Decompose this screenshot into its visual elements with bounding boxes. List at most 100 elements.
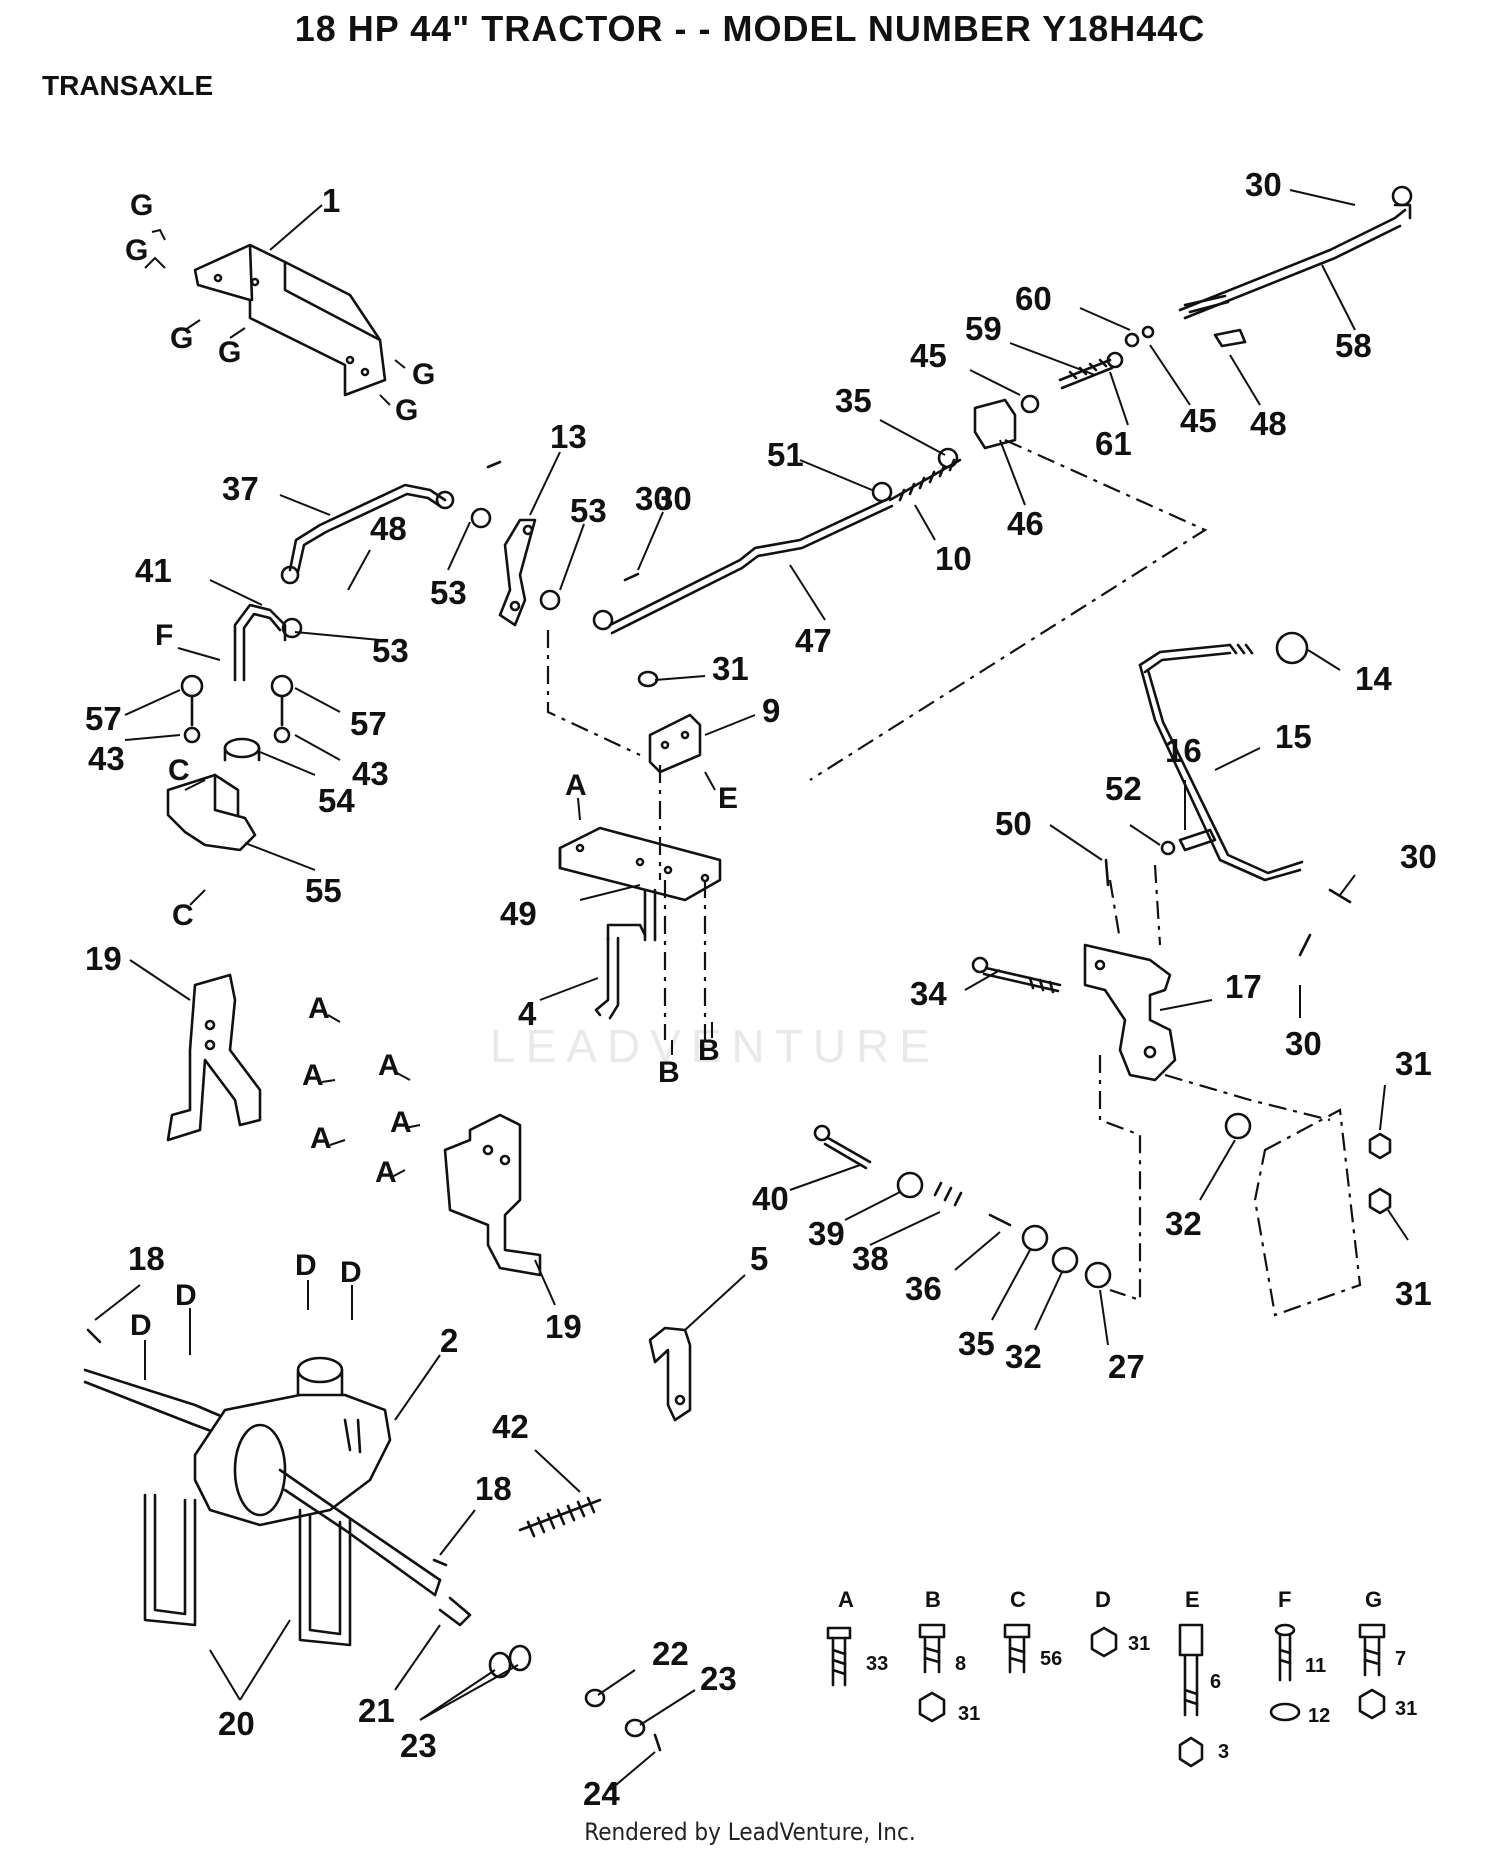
letter-d: D — [295, 1249, 317, 1282]
callout-61: 61 — [1095, 425, 1132, 462]
part-19-bracket-left — [166, 973, 262, 1142]
callout-49: 49 — [500, 895, 537, 932]
letter-a: A — [375, 1156, 397, 1189]
section-title: TRANSAXLE — [42, 70, 214, 101]
part-53-washer-a — [470, 507, 492, 529]
callout-31: 31 — [1395, 1045, 1432, 1082]
callout-35: 35 — [835, 382, 872, 419]
callout-27: 27 — [1108, 1348, 1145, 1385]
callout-22: 22 — [652, 1635, 689, 1672]
callout-48: 48 — [1250, 405, 1287, 442]
connection-line-17-to-31 — [1164, 1073, 1331, 1122]
letter-a: A — [565, 769, 587, 802]
letter-a: A — [308, 992, 330, 1025]
callout-59: 59 — [965, 310, 1002, 347]
legend-nut-d — [1090, 1626, 1118, 1658]
letter-a: A — [302, 1059, 324, 1092]
legend-letter-f: F — [1278, 1587, 1291, 1612]
part-16-52-hardware — [1160, 828, 1217, 856]
callout-23: 23 — [700, 1660, 737, 1697]
part-59-61-hardware — [1058, 325, 1155, 390]
callout-34: 34 — [910, 975, 947, 1012]
letter-d: D — [340, 1256, 362, 1289]
letter-g: G — [395, 394, 418, 427]
callout-30: 30 — [1285, 1025, 1322, 1062]
connection-line-13-to-9 — [546, 630, 641, 756]
callout-57: 57 — [85, 700, 122, 737]
letter-b: B — [698, 1034, 720, 1067]
callout-47: 47 — [795, 622, 832, 659]
callout-60: 60 — [1015, 280, 1052, 317]
part-14-knob — [1275, 631, 1309, 665]
letter-d: D — [175, 1279, 197, 1312]
callout-39: 39 — [808, 1215, 845, 1252]
callout-46: 46 — [1007, 505, 1044, 542]
part-23-washer-c — [624, 1718, 646, 1738]
callout-43: 43 — [352, 755, 389, 792]
part-1-bracket — [193, 243, 387, 397]
part-53-washer-c — [281, 617, 303, 639]
callout-30: 30 — [1245, 166, 1282, 203]
part-10-spring — [871, 447, 962, 503]
callout-51: 51 — [767, 436, 804, 473]
callout-4: 4 — [518, 995, 537, 1032]
callout-40: 40 — [752, 1180, 789, 1217]
callout-35: 35 — [958, 1325, 995, 1362]
part-41-rod — [233, 603, 287, 682]
part-30-clip-c — [623, 572, 640, 582]
part-22-washer — [584, 1688, 606, 1708]
callout-55: 55 — [305, 872, 342, 909]
letter-d: D — [130, 1309, 152, 1342]
callout-32: 32 — [1005, 1338, 1042, 1375]
part-48-clip — [1213, 328, 1247, 348]
legend-part-3: 3 — [1218, 1741, 1229, 1763]
letter-c: C — [172, 899, 194, 932]
callout-31: 31 — [712, 650, 749, 687]
callout-14: 14 — [1355, 660, 1392, 697]
letter-g: G — [130, 189, 153, 222]
legend-bolt-a — [826, 1626, 852, 1687]
letter-g: G — [170, 322, 193, 355]
part-31-nut-top — [637, 670, 659, 688]
legend-letter-a: A — [838, 1587, 854, 1612]
callout-17: 17 — [1225, 968, 1262, 1005]
callout-36: 36 — [905, 1270, 942, 1307]
letter-b: B — [658, 1056, 680, 1089]
legend-part-31: 31 — [1128, 1633, 1150, 1655]
part-13-link-plate — [498, 518, 537, 627]
legend-part-12: 12 — [1308, 1705, 1330, 1727]
legend-letter-d: D — [1095, 1587, 1111, 1612]
letter-g: G — [218, 336, 241, 369]
part-49-plate — [558, 826, 722, 902]
part-20-u-bolts — [143, 1493, 352, 1647]
part-30-clip-e — [1298, 933, 1312, 957]
part-24-pin — [653, 1733, 662, 1752]
callout-5: 5 — [750, 1240, 768, 1277]
part-19-bracket-right — [443, 1113, 542, 1277]
callout-10: 10 — [935, 540, 972, 577]
watermark-text: LEADVENTURE — [490, 1020, 940, 1072]
part-42-spring — [518, 1496, 602, 1538]
callout-1: 1 — [322, 182, 340, 219]
callout-45: 45 — [1180, 402, 1217, 439]
part-37-rod — [280, 483, 455, 585]
part-50-bolt — [1104, 858, 1110, 887]
callout-2: 2 — [440, 1322, 458, 1359]
callout-30: 30 — [635, 480, 672, 517]
callout-37: 37 — [222, 470, 259, 507]
legend-part-11: 11 — [1305, 1655, 1326, 1677]
callout-53: 53 — [430, 574, 467, 611]
part-57-bolts — [180, 674, 294, 744]
callout-48: 48 — [370, 510, 407, 547]
part-18-key-b — [432, 1558, 448, 1567]
part-54-bushing — [223, 737, 261, 762]
part-30-clip-d — [1328, 888, 1352, 904]
callout-20: 20 — [218, 1705, 255, 1742]
legend-part-56: 56 — [1040, 1648, 1062, 1670]
legend-bolt-c — [1003, 1623, 1031, 1674]
callout-57: 57 — [350, 705, 387, 742]
part-23-washer-b — [508, 1644, 532, 1672]
callout-45: 45 — [910, 337, 947, 374]
part-5-clip — [648, 1326, 692, 1422]
